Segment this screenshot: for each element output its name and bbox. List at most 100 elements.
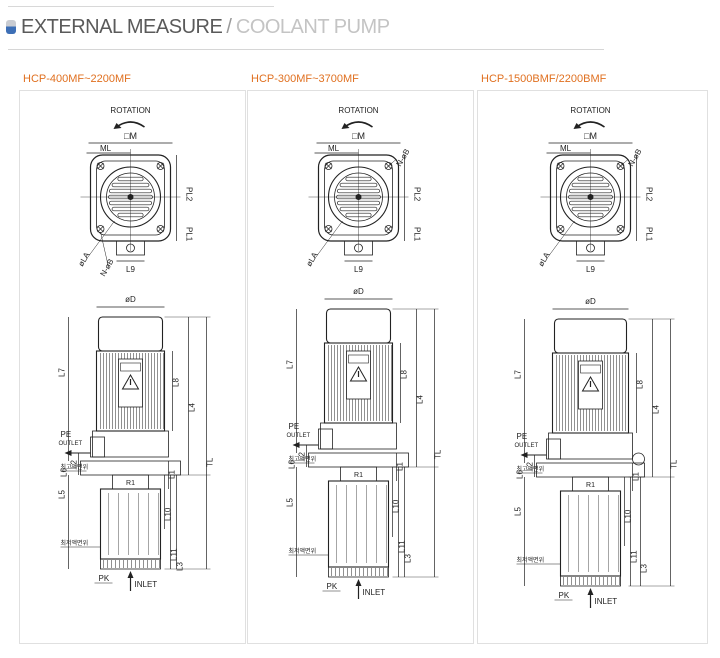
bolt-hole	[616, 162, 625, 170]
rotation-arrowhead-icon	[341, 123, 350, 129]
hole-leader-line	[100, 231, 109, 268]
bolt-cross	[557, 162, 564, 170]
outlet-arrow-icon	[292, 442, 300, 448]
max-level-label: 최고액면위	[61, 463, 89, 471]
min-level-label: 최저액면위	[289, 547, 317, 555]
bolt-cross	[157, 162, 164, 170]
l5-label: L5	[286, 498, 295, 507]
l10-label: L10	[164, 507, 173, 521]
model-label-2: HCP-300MF~3700MF	[251, 73, 359, 85]
l7-label: L7	[58, 368, 67, 377]
bolt-hole	[324, 225, 333, 233]
inlet-label: INLET	[363, 588, 386, 597]
l10-label: L10	[392, 499, 401, 513]
l5-label: L5	[514, 507, 523, 516]
l8-label: L8	[636, 380, 645, 389]
nameplate-badge	[580, 364, 601, 374]
side-view: øDR1INLETPKPEOUTLET최고액면위최저액면위L7L2L6L5L8L…	[514, 297, 679, 608]
l3-label: L3	[176, 562, 185, 571]
bolt-hole	[616, 225, 625, 233]
inlet-arrow-icon	[355, 579, 362, 586]
pl1-label: PL1	[645, 227, 654, 242]
motor-cap	[553, 318, 628, 354]
pe-label: PE	[289, 422, 300, 431]
pe-label: PE	[517, 432, 528, 441]
outlet-label: OUTLET	[287, 433, 311, 439]
title-separator: /	[226, 15, 232, 38]
l9-label: L9	[126, 265, 135, 274]
pump-drawing: ROTATION□MMLL9PL2PL1øLAN-øBøDR1INLETPKPE…	[514, 106, 679, 608]
l11-label: L11	[170, 548, 179, 561]
l4-label: L4	[188, 403, 197, 412]
l11-label: L11	[630, 550, 639, 563]
bolt-hole	[556, 225, 565, 233]
strainer	[560, 575, 621, 587]
model-label-3: HCP-1500BMF/2200BMF	[481, 73, 607, 85]
hole-leader-line	[388, 158, 397, 167]
l3-label: L3	[404, 554, 413, 563]
la-label: øLA	[536, 250, 551, 268]
rotation-arrow-icon	[116, 121, 145, 128]
l2-label: L2	[526, 462, 535, 471]
l1-label: L1	[632, 472, 641, 481]
rotation-label: ROTATION	[110, 106, 150, 115]
mounting-flange	[92, 430, 169, 458]
rotation-arrow-icon	[576, 121, 605, 128]
terminal-box	[116, 240, 145, 256]
r1-label: R1	[354, 472, 363, 479]
rotation-arrow-icon	[344, 121, 373, 128]
title-sub: COOLANT PUMP	[235, 15, 390, 38]
bolt-hole	[324, 162, 333, 170]
nameplate-badge	[348, 354, 369, 364]
l2-label: L2	[298, 452, 307, 461]
l3-label: L3	[640, 564, 649, 573]
la-leader-line	[314, 220, 343, 260]
l8-label: L8	[172, 378, 181, 387]
bolt-hole	[156, 162, 165, 170]
l2-label: L2	[70, 460, 79, 469]
l7-label: L7	[514, 370, 523, 379]
od-label: øD	[353, 287, 364, 296]
outlet-arrow-icon	[520, 452, 528, 458]
tl-label: TL	[434, 449, 443, 459]
pk-label: PK	[99, 574, 110, 583]
bolt-cross	[385, 225, 392, 233]
outlet-arrow-icon	[64, 450, 72, 456]
l6-label: L6	[516, 470, 525, 479]
top-rule	[8, 6, 274, 7]
l4-label: L4	[652, 405, 661, 414]
l11-label: L11	[398, 540, 407, 553]
pl2-label: PL2	[185, 187, 194, 202]
l1-label: L1	[168, 470, 177, 479]
model-label-1: HCP-400MF~2200MF	[23, 73, 131, 85]
terminal-gland	[586, 243, 595, 253]
min-level-label: 최저액면위	[517, 556, 545, 564]
pump-casing	[559, 490, 622, 577]
l4-label: L4	[416, 395, 425, 404]
pl2-label: PL2	[645, 187, 654, 202]
rotation-arrowhead-icon	[113, 123, 122, 129]
la-leader-line	[546, 220, 575, 260]
bolt-hole	[156, 225, 165, 233]
mounting-flange	[320, 422, 397, 450]
pk-label: PK	[327, 582, 338, 591]
l9-label: L9	[354, 265, 363, 274]
pump-casing	[99, 488, 162, 560]
bolt-hole	[96, 162, 105, 170]
inlet-label: INLET	[595, 597, 618, 606]
bolt-cross	[157, 225, 164, 233]
bolt-hole	[556, 162, 565, 170]
max-level-label: 최고액면위	[517, 465, 545, 473]
l7-label: L7	[286, 360, 295, 369]
tank-base-plate	[80, 460, 181, 476]
inlet-label: INLET	[135, 580, 158, 589]
l8-label: L8	[400, 370, 409, 379]
r1-label: R1	[586, 482, 595, 489]
terminal-box	[576, 240, 605, 256]
